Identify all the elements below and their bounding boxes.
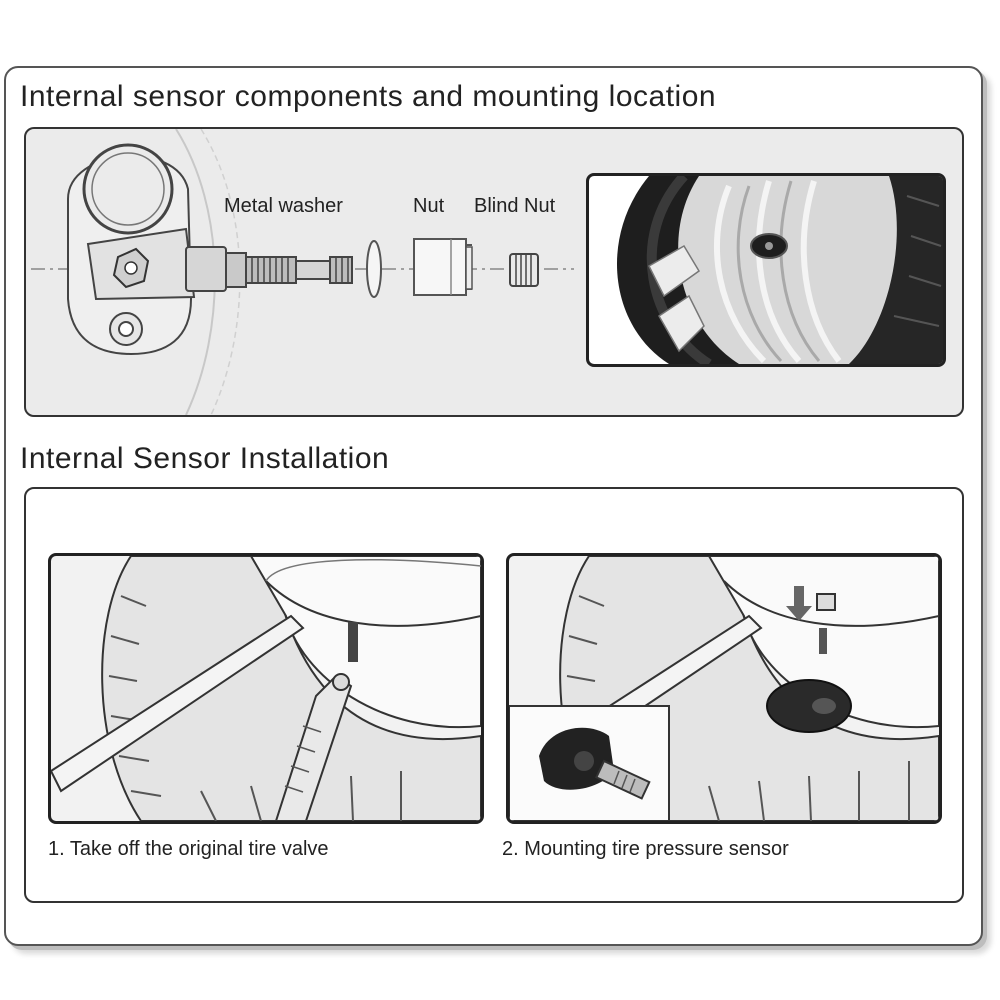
nut-label: Nut [413, 195, 445, 217]
sensor-components-diagram [31, 129, 574, 415]
step2-caption: 2. Mounting tire pressure sensor [502, 838, 789, 860]
valve-stem [185, 246, 353, 292]
components-panel: Metal washer Nut Blind Nut [24, 127, 964, 417]
step1-illustration [48, 553, 484, 824]
blind-nut-part [509, 253, 539, 287]
installation-panel: 1. Take off the original tire valve 2. M… [24, 487, 964, 903]
metal-washer-label: Metal washer [224, 195, 343, 217]
nut-part [413, 238, 473, 296]
metal-washer-part [366, 240, 382, 298]
mounting-location-illustration [586, 173, 946, 367]
step1-caption: 1. Take off the original tire valve [48, 838, 329, 860]
section2-title: Internal Sensor Installation [20, 442, 390, 475]
sensor-body [67, 143, 196, 356]
section1-title: Internal sensor components and mounting … [20, 80, 717, 113]
blind-nut-label: Blind Nut [474, 195, 556, 217]
step2-illustration [506, 553, 942, 824]
